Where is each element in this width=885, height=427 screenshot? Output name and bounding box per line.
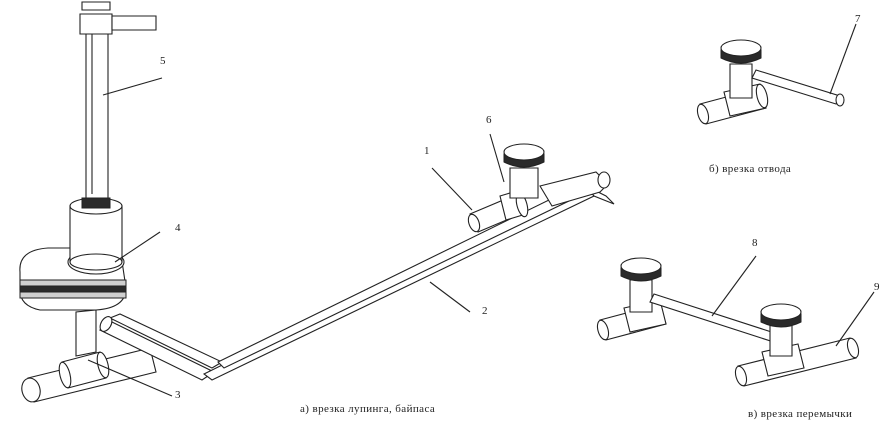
caption-a: а) врезка лупинга, байпаса bbox=[300, 403, 435, 415]
leader-lines-a bbox=[87, 77, 505, 397]
figure-b-branch bbox=[696, 23, 857, 125]
drilling-unit-5 bbox=[69, 1, 157, 271]
callout-5: 5 bbox=[160, 55, 166, 67]
figure-c-crossover bbox=[596, 255, 875, 387]
callout-2: 2 bbox=[482, 305, 488, 317]
main-pipeline bbox=[21, 347, 157, 403]
callout-7: 7 bbox=[855, 13, 861, 25]
figure-a-loop-bypass bbox=[19, 1, 615, 403]
valve-6 bbox=[503, 143, 545, 199]
pipe-1 bbox=[467, 189, 529, 233]
branch-riser bbox=[75, 309, 97, 357]
callout-3: 3 bbox=[175, 389, 181, 401]
caption-c: в) врезка перемычки bbox=[748, 408, 852, 420]
loop-pipe bbox=[98, 171, 615, 381]
callout-1: 1 bbox=[424, 145, 430, 157]
callout-8: 8 bbox=[752, 237, 758, 249]
callout-9: 9 bbox=[874, 281, 880, 293]
caption-b: б) врезка отвода bbox=[709, 163, 791, 175]
callout-6: 6 bbox=[486, 114, 492, 126]
callout-4: 4 bbox=[175, 222, 181, 234]
